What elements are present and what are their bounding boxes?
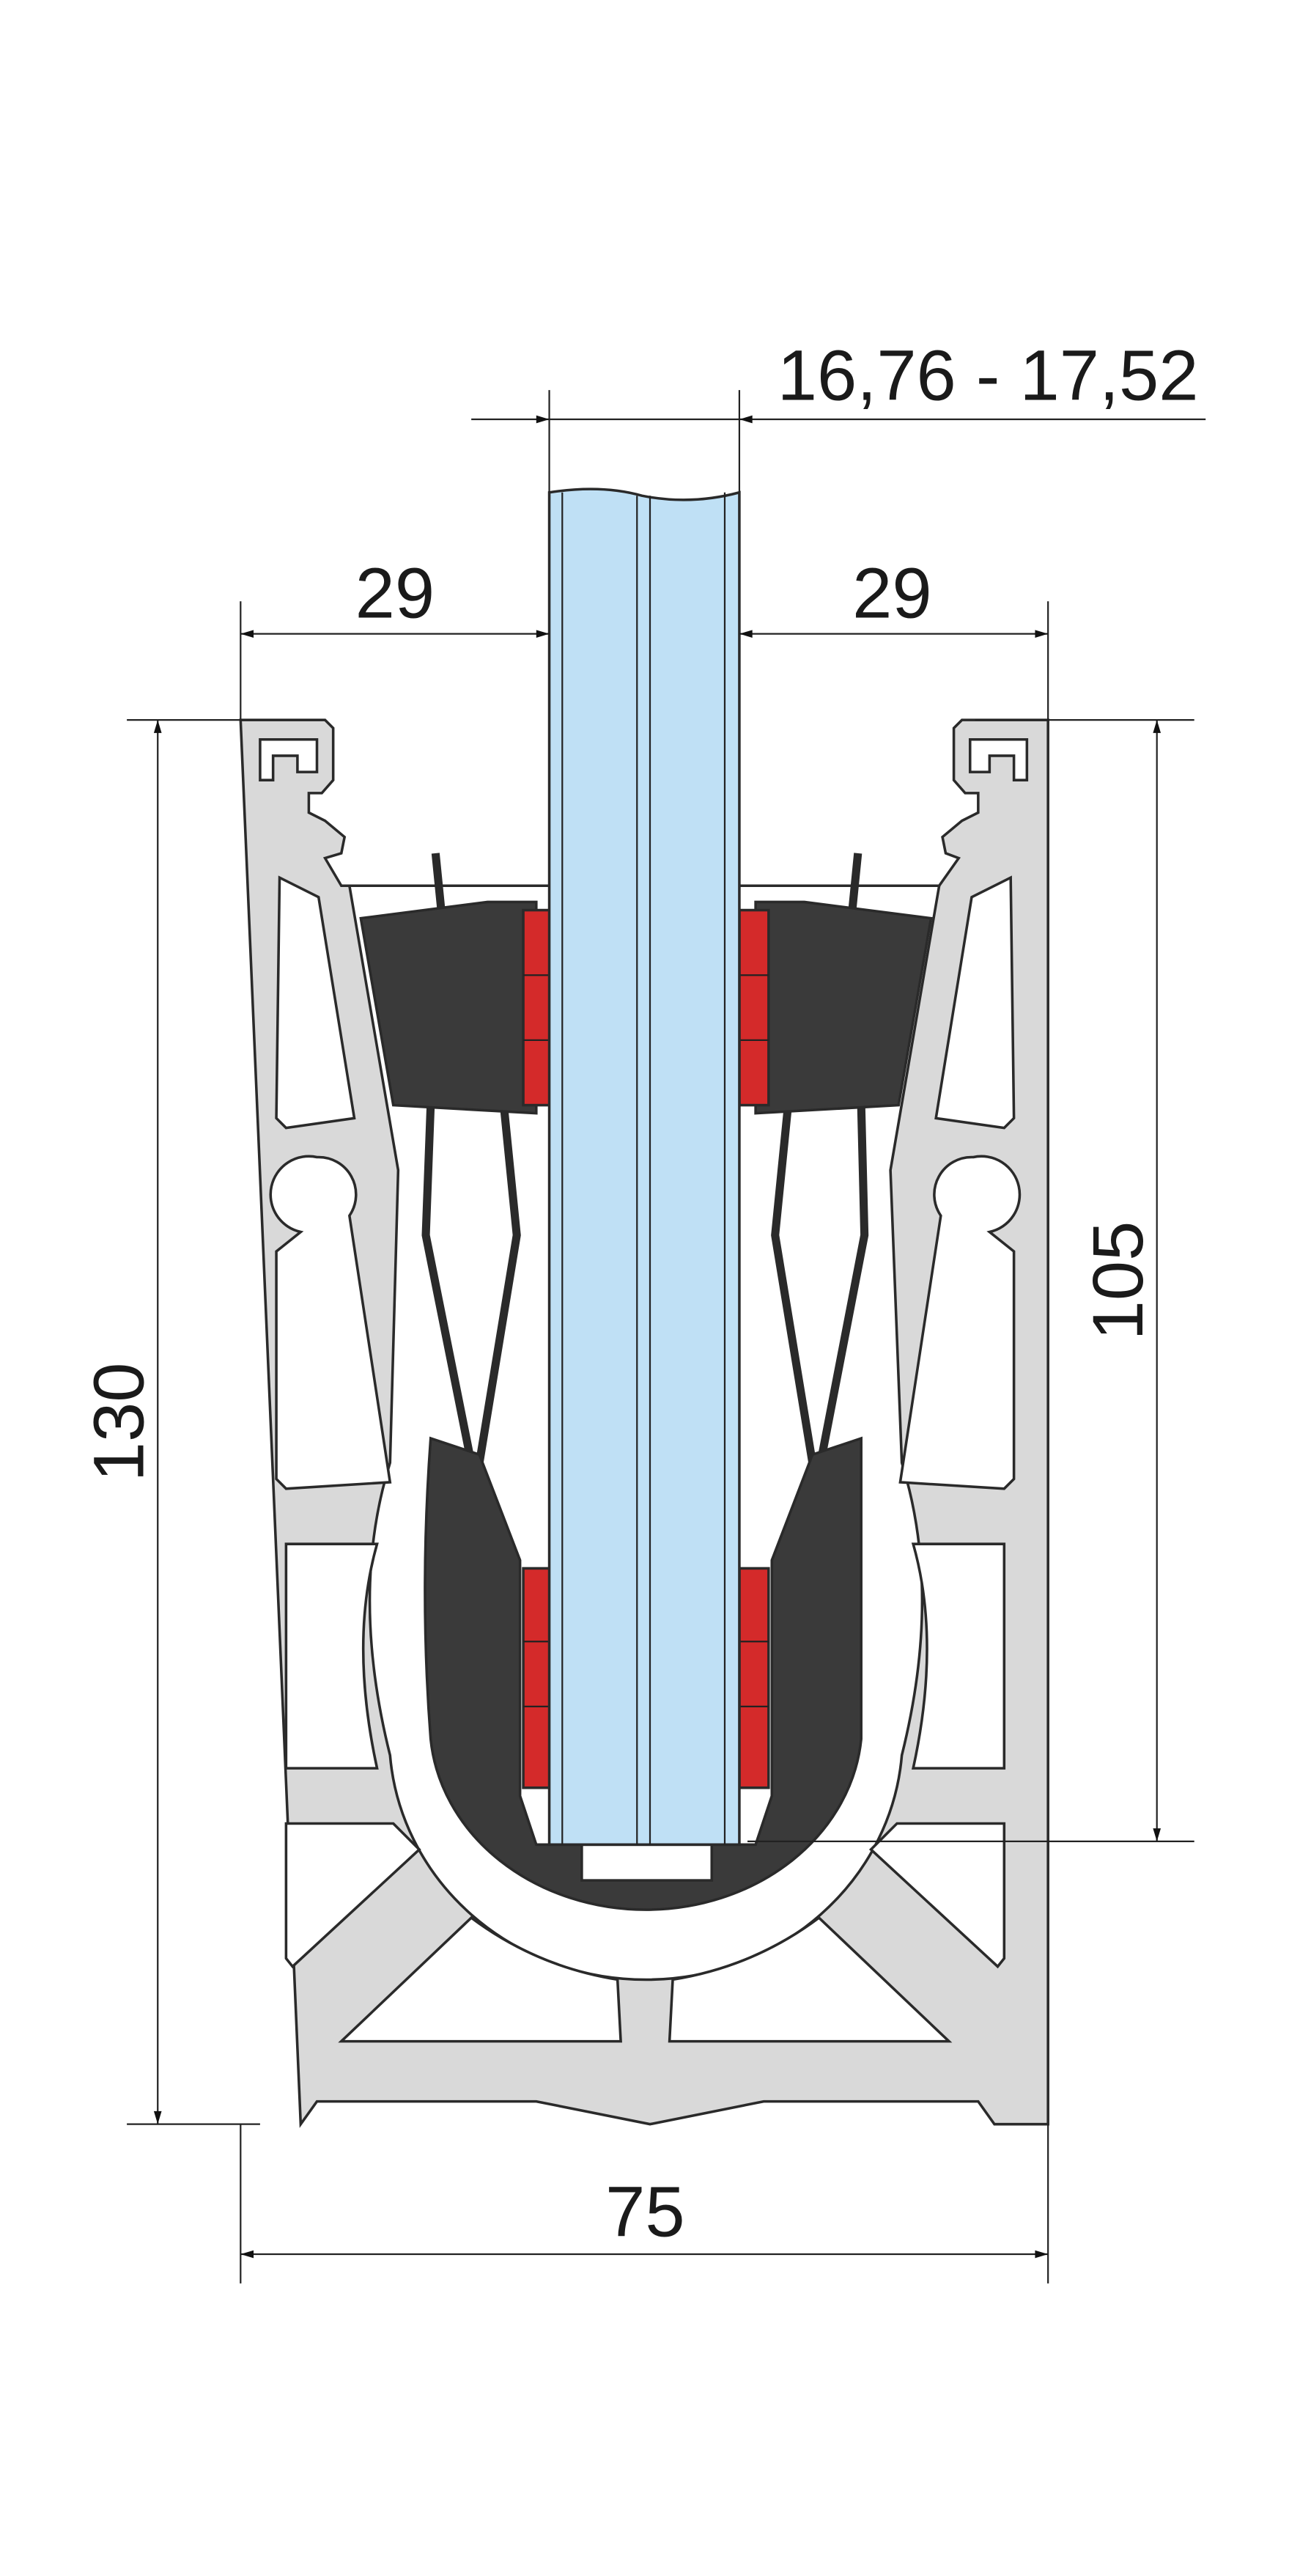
glass-thickness-label: 16,76 - 17,52 bbox=[778, 335, 1199, 415]
left-offset-label: 29 bbox=[355, 553, 435, 633]
top-slot-left bbox=[259, 737, 319, 781]
dimension-glass-thickness: 16,76 - 17,52 bbox=[471, 335, 1206, 493]
right-offset-label: 29 bbox=[852, 553, 931, 633]
dimension-left-offset: 29 bbox=[240, 553, 550, 721]
dimension-total-width: 75 bbox=[240, 2124, 1049, 2284]
total-width-label: 75 bbox=[605, 2172, 685, 2252]
glass-panel bbox=[547, 487, 741, 1847]
top-slot-right bbox=[968, 737, 1029, 781]
upper-insert-left bbox=[359, 900, 554, 1115]
dimension-glass-depth: 105 bbox=[747, 719, 1194, 1843]
dimension-right-offset: 29 bbox=[739, 553, 1049, 721]
glass-depth-label: 105 bbox=[1078, 1221, 1158, 1341]
clamp-springs bbox=[421, 853, 869, 1464]
upper-insert-right bbox=[738, 900, 933, 1115]
lower-insert-cup bbox=[424, 1436, 863, 1911]
total-height-label: 130 bbox=[78, 1363, 158, 1482]
dimension-total-height: 130 bbox=[78, 719, 325, 2125]
